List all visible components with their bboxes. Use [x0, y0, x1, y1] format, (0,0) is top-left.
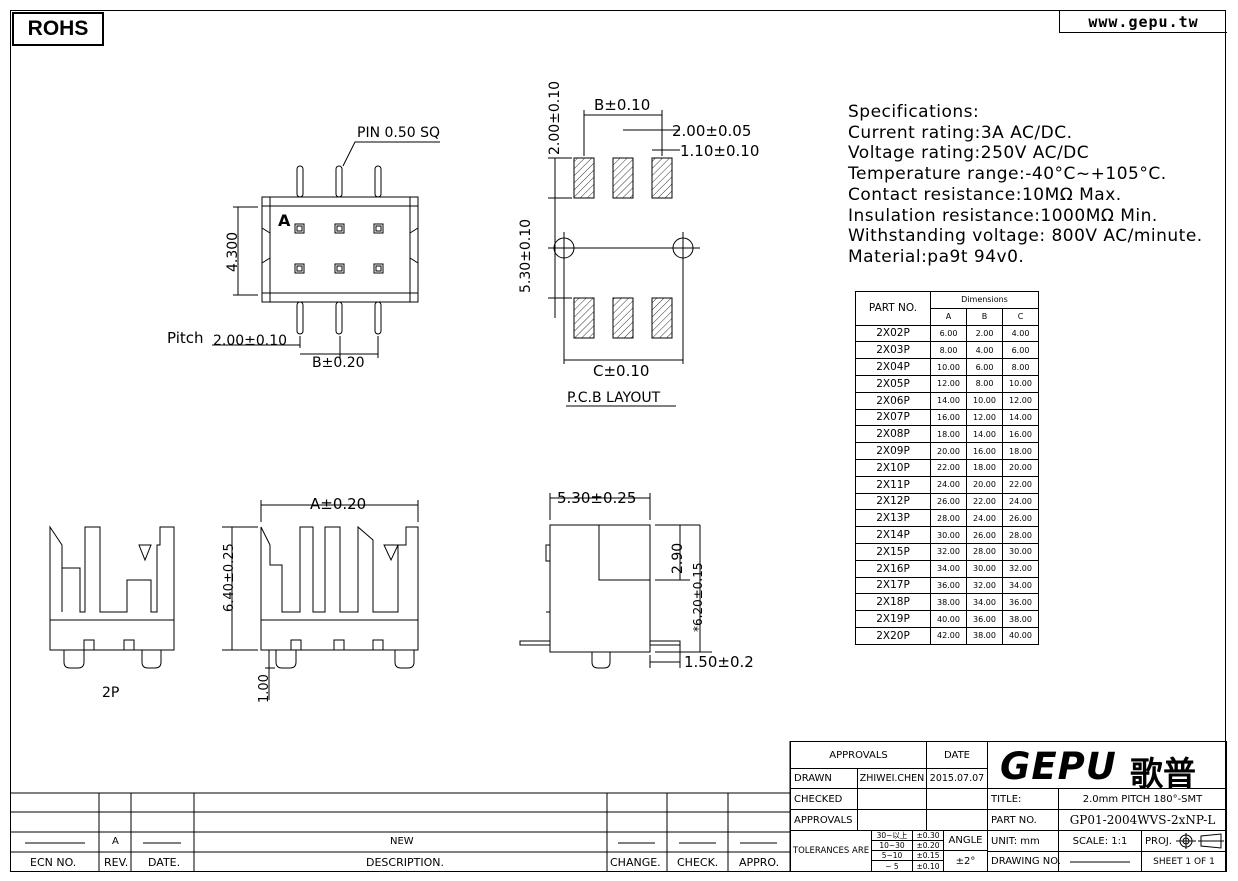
unit-label: UNIT: mm: [987, 830, 1059, 852]
header-date: DATE.: [148, 856, 181, 869]
projection-cell: PROJ.: [1141, 830, 1227, 852]
checked-label: CHECKED: [790, 788, 858, 810]
angle-value: ±2°: [943, 850, 988, 872]
spec-line: Voltage rating:250V AC/DC: [848, 143, 1090, 164]
part-no-cell: 2X08P: [855, 425, 931, 444]
pcb-pitch-dim: 2.00±0.05: [672, 122, 752, 140]
side-tail-dim: 1.50±0.2: [684, 653, 754, 671]
approvals-header: APPROVALS: [790, 741, 927, 769]
drawn-date: 2015.07.07: [926, 768, 988, 789]
approvals-label: APPROVALS: [790, 809, 858, 831]
drawing-no-label: DRAWING NO.: [987, 851, 1061, 872]
approved-by: [857, 809, 927, 831]
header-description: DESCRIPTION.: [366, 856, 444, 869]
specifications: Specifications: Current rating:3A AC/DC.…: [848, 102, 1203, 268]
dimension-cell: 8.00: [1002, 358, 1039, 376]
gepu-logo-cn: 歌普: [1130, 754, 1196, 793]
approved-date: [926, 809, 988, 831]
pins: [294, 165, 384, 335]
top-view: [212, 141, 440, 358]
part-no-header: PART NO.: [855, 291, 931, 326]
side-view: [519, 493, 712, 669]
drawing-no-value: [1058, 851, 1142, 872]
checked-by: [857, 788, 927, 810]
front-a-dim: A±0.20: [310, 495, 367, 513]
title-label: TITLE:: [987, 788, 1059, 810]
projection-label: PROJ.: [1145, 835, 1172, 847]
part-no-cell: 2X10P: [855, 458, 931, 477]
part-no-cell: 2X09P: [855, 442, 931, 460]
rohs-badge: ROHS: [12, 12, 104, 46]
spec-line: Contact resistance:10MΩ Max.: [848, 184, 1122, 205]
header-appro: APPRO.: [739, 856, 780, 869]
tolerances-label: TOLERANCES ARE: [790, 830, 872, 872]
spec-title: Specifications:: [848, 102, 980, 122]
description-value: NEW: [390, 836, 414, 847]
pitch-dim: 2.00±0.10: [213, 333, 288, 349]
header-rev: REV.: [104, 856, 129, 869]
header-change: CHANGE.: [610, 856, 661, 869]
pcb-b-dim: B±0.10: [594, 96, 651, 114]
website-label: www.gepu.tw: [1059, 11, 1227, 33]
date-header: DATE: [926, 741, 988, 769]
angle-label: ANGLE: [943, 830, 988, 851]
part-no-value: GP01-2004WVS-2xNP-L: [1058, 809, 1227, 831]
logo-cell: [987, 741, 1227, 789]
drawing-frame: [10, 10, 1226, 872]
front-view-2p: [49, 525, 175, 669]
pitch-label: Pitch: [167, 329, 204, 347]
title-value: 2.0mm PITCH 180°-SMT: [1058, 788, 1227, 810]
rev-value: A: [112, 836, 119, 847]
header-ecn: ECN NO.: [30, 856, 77, 869]
part-no-label: PART NO.: [987, 809, 1059, 831]
pcb-layout: [548, 110, 700, 407]
spec-line: Current rating:3A AC/DC.: [848, 122, 1073, 143]
sheet-label: SHEET 1 OF 1: [1141, 851, 1227, 872]
b-dim-top: B±0.20: [312, 355, 365, 371]
part-no-cell: 2X20P: [855, 626, 931, 645]
dimension-cell: 38.00: [966, 626, 1003, 645]
pin1-mark: A: [278, 211, 291, 230]
part-no-cell: 2X15P: [855, 542, 931, 561]
pcb-c-dim: C±0.10: [593, 362, 650, 380]
tol-value: ±0.10: [912, 860, 944, 872]
part-no-cell: 2X18P: [855, 593, 931, 612]
pcb-pad-dim: 1.10±0.10: [680, 142, 760, 160]
part-no-cell: 2X04P: [855, 358, 931, 376]
scale-label: SCALE: 1:1: [1058, 830, 1142, 852]
checked-date: [926, 788, 988, 810]
spec-line: Temperature range:-40°C~+105°C.: [848, 164, 1167, 185]
drawn-label: DRAWN: [790, 768, 858, 789]
dimension-cell: 40.00: [1002, 626, 1039, 645]
label-2p: 2P: [102, 685, 120, 701]
drawn-by: ZHIWEI.CHEN: [857, 768, 927, 789]
spec-line: Insulation resistance:1000MΩ Min.: [848, 205, 1158, 226]
tol-range: ~ 5: [871, 860, 913, 872]
pin-size-label: PIN 0.50 SQ: [357, 125, 441, 141]
side-width-dim: 5.30±0.25: [557, 489, 637, 507]
spec-line: Material:pa9t 94v0.: [848, 246, 1025, 267]
header-check: CHECK.: [677, 856, 719, 869]
gepu-logo: GEPU: [1000, 745, 1117, 788]
spec-line: Withstanding voltage: 800V AC/minute.: [848, 226, 1203, 247]
projection-symbol-icon: [1175, 833, 1224, 849]
pcb-layout-caption: P.C.B LAYOUT: [567, 390, 661, 406]
front-view: [222, 500, 419, 700]
